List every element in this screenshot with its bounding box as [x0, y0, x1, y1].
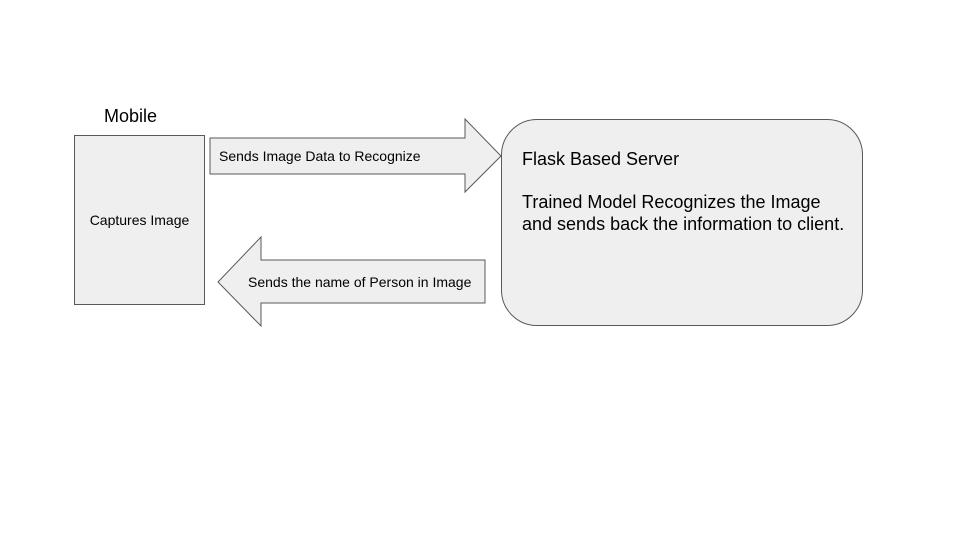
mobile-box: Captures Image	[74, 135, 205, 305]
server-title: Flask Based Server	[522, 149, 680, 169]
arrow-to-server-shape	[209, 117, 502, 194]
server-box: Flask Based Server Trained Model Recogni…	[501, 119, 863, 326]
mobile-box-label: Captures Image	[89, 212, 190, 228]
arrow-to-mobile-shape	[217, 235, 486, 328]
server-description: Trained Model Recognizes the Image and s…	[522, 192, 845, 234]
arrow-to-server-label: Sends Image Data to Recognize	[219, 148, 421, 164]
arrow-to-mobile-label: Sends the name of Person in Image	[248, 274, 472, 290]
mobile-title: Mobile	[104, 106, 158, 126]
